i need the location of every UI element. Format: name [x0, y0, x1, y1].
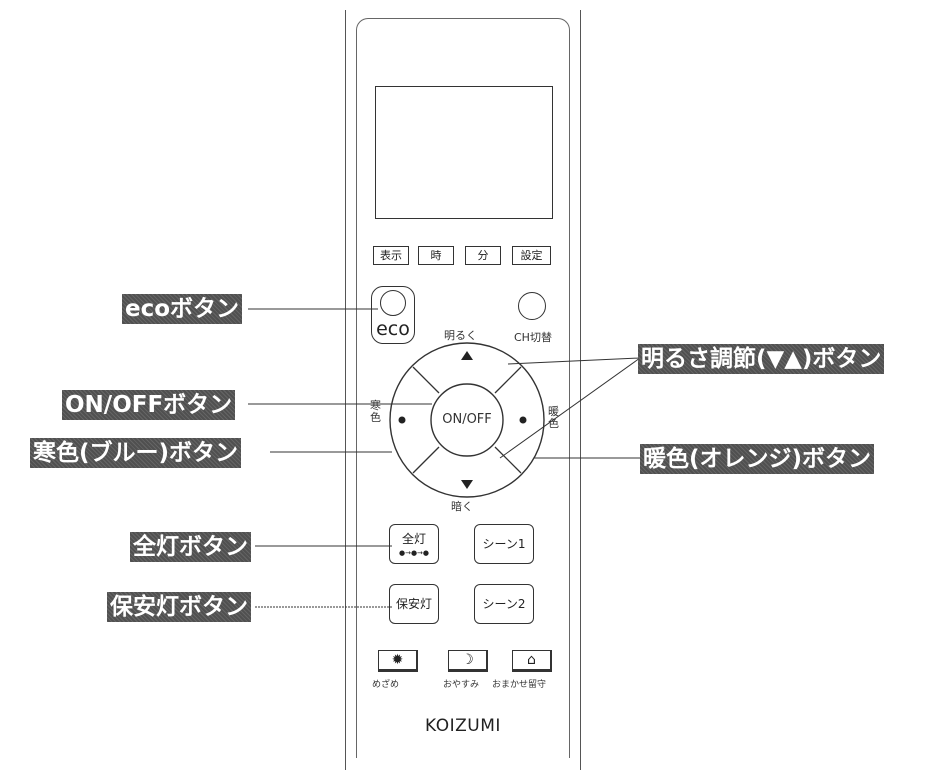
security-light-button[interactable]: 保安灯 [389, 584, 439, 624]
cool-color-label: 寒色 [370, 399, 381, 424]
away-button[interactable]: ⌂ [512, 650, 552, 672]
sleep-label: おやすみ [443, 680, 480, 690]
channel-switch-button[interactable] [518, 292, 546, 320]
house-icon: ⌂ [527, 652, 536, 668]
eco-button[interactable] [371, 286, 415, 344]
brightness-callout-label: 明るさ調節(▼▲)ボタン [638, 344, 885, 374]
cool-dot-icon [398, 416, 406, 424]
all-light-label: 全灯 [401, 532, 426, 546]
cool-callout-label: 寒色(ブルー)ボタン [30, 438, 242, 468]
scene2-button[interactable]: シーン2 [474, 584, 534, 624]
warm-dot-icon [519, 416, 527, 424]
all-light-callout-label: 全灯ボタン [130, 532, 251, 562]
eco-button-label: eco [376, 318, 410, 340]
up-arrow-icon [461, 351, 473, 360]
all-light-button[interactable]: 全灯 ●→●→● [389, 524, 439, 564]
eco-callout-label: ecoボタン [122, 294, 243, 324]
onoff-callout-label: ON/OFFボタン [62, 390, 236, 420]
display-button[interactable]: 表示 [373, 246, 409, 265]
warm-callout-label: 暖色(オレンジ)ボタン [640, 444, 875, 474]
down-arrow-icon [461, 480, 473, 489]
brighter-label: 明るく [444, 329, 477, 342]
lcd-display [375, 86, 553, 219]
sleep-button[interactable]: ☽ [448, 650, 488, 672]
channel-switch-label: CH切替 [514, 331, 552, 344]
eco-button-circle[interactable] [380, 290, 406, 316]
remote-control-body [345, 10, 581, 770]
security-callout-label: 保安灯ボタン [107, 592, 251, 622]
away-label: おまかせ留守 [492, 680, 547, 690]
moon-icon: ☽ [461, 652, 474, 668]
hour-button[interactable]: 時 [418, 246, 454, 265]
all-light-sequence: ●→●→● [398, 549, 430, 557]
wake-button[interactable]: ✹ [378, 650, 418, 672]
wake-label: めざめ [372, 680, 400, 690]
minute-button[interactable]: 分 [465, 246, 501, 265]
settings-button[interactable]: 設定 [512, 246, 551, 265]
warm-color-label: 暖色 [548, 405, 559, 430]
sun-icon: ✹ [391, 652, 404, 668]
onoff-button[interactable]: ON/OFF [442, 412, 492, 427]
brand-logo: KOIZUMI [425, 716, 501, 736]
remote-face-outline [356, 18, 570, 758]
darker-label: 暗く [451, 500, 473, 513]
scene1-button[interactable]: シーン1 [474, 524, 534, 564]
